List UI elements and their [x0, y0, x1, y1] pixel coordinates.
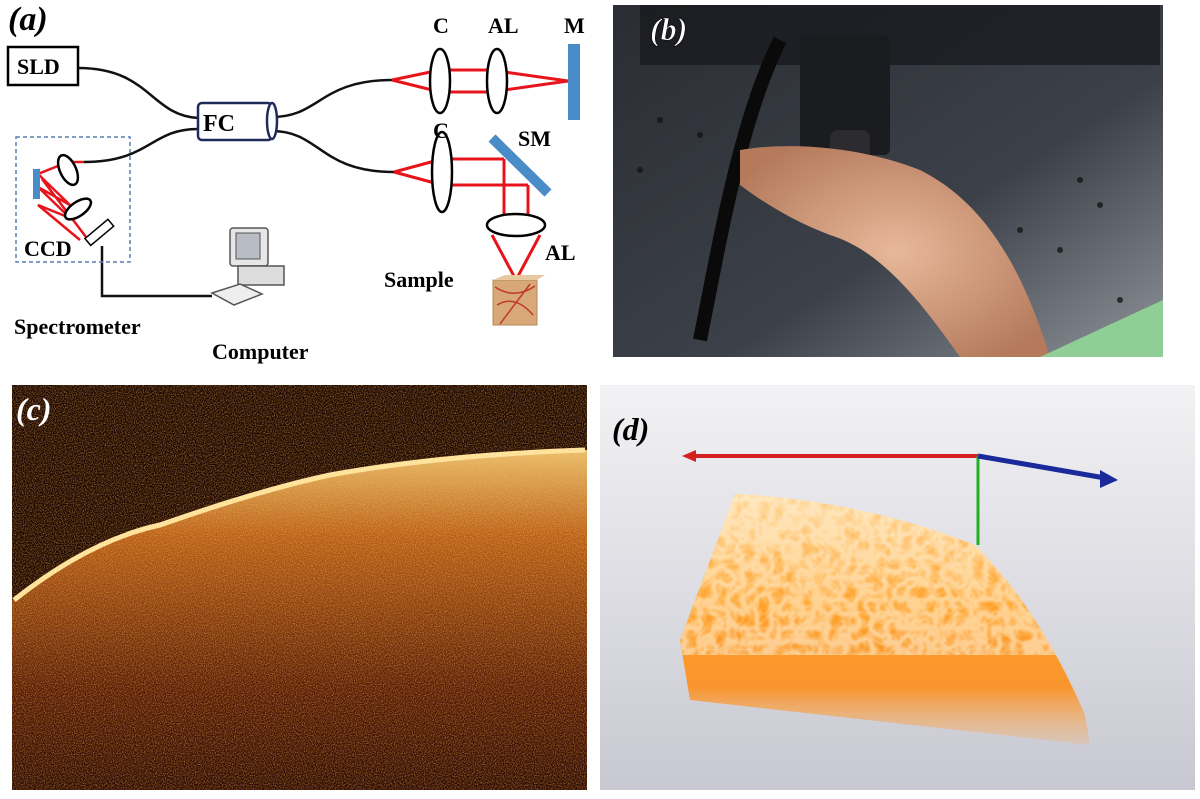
grating: [33, 169, 40, 199]
z-axis-arrowhead: [1100, 470, 1118, 488]
m-label: M: [564, 13, 585, 38]
spectrometer-lens-1: [56, 153, 80, 187]
sample-arm: C SM AL Sample: [384, 118, 576, 326]
computer-label: Computer: [212, 339, 309, 364]
panel-a-label: (a): [8, 1, 48, 38]
panel-a-schematic: (a) SLD FC C AL M: [6, 1, 585, 364]
fiber-coupler: FC: [196, 101, 279, 142]
x-axis-arrowhead: [682, 450, 696, 462]
sld-label: SLD: [17, 54, 60, 79]
sleeve: [1040, 300, 1163, 357]
achromatic-lens-ref: [485, 47, 509, 115]
collimator-lens-sample: [430, 130, 454, 214]
panel-b-photo: (b): [613, 5, 1163, 357]
ccd-sensor: [83, 218, 115, 247]
optomechanics: [640, 5, 1160, 65]
al-label-ref: AL: [488, 13, 519, 38]
spectrometer: CCD Spectrometer: [14, 136, 141, 339]
al-label-sample: AL: [545, 240, 576, 265]
fc-label: FC: [203, 111, 235, 137]
ccd-label: CCD: [24, 236, 72, 261]
sm-label: SM: [518, 126, 551, 151]
hand: [740, 146, 1050, 357]
sample-label: Sample: [384, 267, 454, 292]
collimator-lens-ref: [428, 47, 452, 115]
panel-d-3d: (d): [600, 385, 1195, 790]
reference-mirror: [568, 44, 580, 120]
panel-c-bscan: (c): [12, 385, 587, 790]
computer-icon: Computer: [210, 227, 309, 364]
sld-source-box: [6, 45, 80, 87]
speckle-noise: [12, 385, 587, 790]
spectrometer-lens-2: [63, 197, 93, 221]
spectrometer-label: Spectrometer: [14, 314, 141, 339]
table-holes: [637, 117, 1123, 303]
scan-mirror: [488, 134, 552, 197]
c-label-ref: C: [433, 13, 449, 38]
fiber-cable: [693, 36, 787, 342]
panel-b-label: (b): [650, 11, 687, 47]
panel-c-label: (c): [16, 391, 52, 427]
reference-arm: C AL M: [391, 13, 585, 120]
achromatic-lens-sample: [485, 212, 547, 238]
sample-tissue-icon: [492, 275, 545, 326]
z-axis-arrow: [977, 453, 1106, 481]
scanner-housing: [800, 35, 890, 155]
panel-d-label: (d): [612, 411, 649, 447]
spectrometer-box: [15, 136, 131, 263]
c-label-sample: C: [433, 118, 449, 143]
